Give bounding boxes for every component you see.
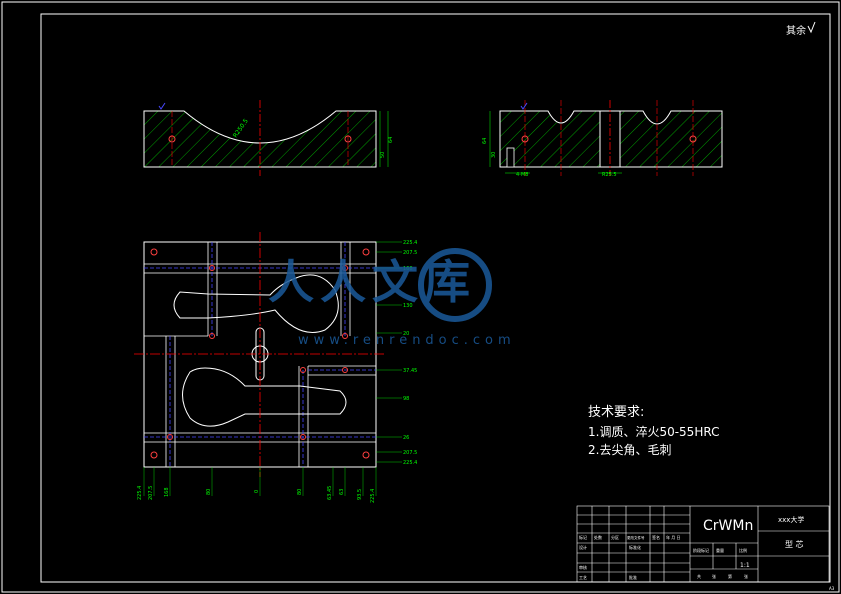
svg-text:重量: 重量 [716,547,724,553]
corner-mark: A3 [829,586,835,591]
top-right-view: 64 30 4-M8 R25.5 [482,100,723,178]
part-name: 型 芯 [785,539,804,549]
svg-text:225.4: 225.4 [403,460,417,466]
svg-text:98: 98 [403,396,409,402]
svg-text:26: 26 [403,435,409,441]
svg-text:80: 80 [297,489,303,495]
tech-item-1: 1.调质、淬火50-55HRC [588,424,719,439]
watermark-brand: 人人文库 [268,255,476,309]
svg-text:审核: 审核 [579,564,587,570]
svg-text:93.5: 93.5 [357,489,363,500]
svg-text:207.5: 207.5 [403,450,417,456]
tech-title: 技术要求: [588,405,644,420]
svg-text:63: 63 [339,489,345,495]
svg-text:225.4: 225.4 [137,486,143,500]
title-block [576,505,830,583]
svg-text:64: 64 [482,138,488,144]
watermark: 人人文库 www.renrendoc.com [268,248,516,348]
top-left-view: R250.5 50 64 [143,100,394,176]
svg-text:37.45: 37.45 [403,368,417,374]
svg-text:更改文件号: 更改文件号 [627,535,645,540]
svg-text:处数: 处数 [594,534,602,540]
scale-value: 1:1 [740,562,750,569]
svg-text:设计: 设计 [579,544,587,550]
svg-text:比例: 比例 [739,547,747,553]
svg-text:R25.5: R25.5 [602,172,617,178]
material-label: CrWMn [703,518,753,534]
svg-text:标准化: 标准化 [629,544,641,550]
org-label: xxx大学 [778,515,804,524]
roughness-symbol-icon [807,21,816,34]
svg-text:标记: 标记 [579,534,587,540]
svg-text:共: 共 [697,573,701,579]
svg-text:225.4: 225.4 [403,240,417,246]
svg-text:0: 0 [254,490,260,493]
tech-item-2: 2.去尖角、毛刺 [588,443,671,457]
svg-text:207.5: 207.5 [148,486,154,500]
watermark-url: www.renrendoc.com [298,333,516,348]
svg-text:批准: 批准 [629,574,637,580]
svg-text:年 月 日: 年 月 日 [666,534,681,540]
tech-requirements: 技术要求: 1.调质、淬火50-55HRC 2.去尖角、毛刺 [588,405,719,457]
svg-text:63.45: 63.45 [327,486,333,500]
svg-text:30: 30 [491,152,497,158]
svg-text:工艺: 工艺 [579,575,587,580]
svg-text:168: 168 [403,266,413,272]
svg-text:张: 张 [744,573,748,579]
svg-text:阶段标记: 阶段标记 [693,547,709,553]
svg-text:第: 第 [728,573,732,579]
svg-text:168: 168 [164,487,170,497]
corner-note: 其余 [786,24,806,37]
svg-text:分区: 分区 [611,534,619,540]
svg-text:64: 64 [388,137,394,143]
inner-frame [40,13,831,583]
svg-text:20: 20 [403,331,409,337]
svg-text:50: 50 [380,152,386,158]
svg-text:4-M8: 4-M8 [516,172,528,178]
svg-text:207.5: 207.5 [403,250,417,256]
plan-view: 225.4 207.5 168 130 20 37.45 98 26 207.5… [134,232,417,503]
svg-text:130: 130 [403,303,413,309]
svg-text:80: 80 [206,489,212,495]
svg-text:签名: 签名 [652,534,660,540]
svg-text:张: 张 [712,573,716,579]
svg-text:225.4: 225.4 [370,489,376,503]
radius-label: R250.5 [232,117,250,139]
